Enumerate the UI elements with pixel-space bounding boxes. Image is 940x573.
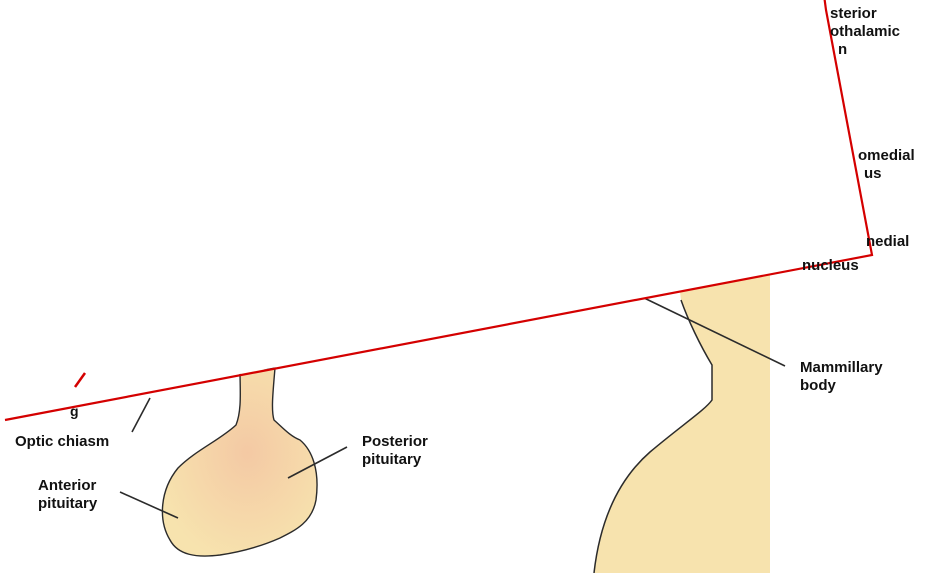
label-dorsomedial-line1: omedial: [858, 147, 915, 165]
label-posthyp-line3: n: [830, 41, 900, 59]
label-ventromedial-line1: nedial: [866, 233, 909, 251]
pituitary-gland: [162, 368, 317, 556]
label-ventromedial-nucleus: nucleus: [802, 257, 859, 275]
label-ventromedial: nedial: [866, 233, 909, 251]
label-mammillary-line1: Mammillary: [800, 359, 883, 377]
label-mammillary-body: Mammillary body: [800, 359, 883, 395]
label-posterior-pituitary: Posterior pituitary: [362, 433, 428, 469]
label-dorsomedial-line2: us: [858, 165, 915, 183]
label-anterior-line1: Anterior: [38, 477, 97, 495]
label-cut-off-left: g: [70, 402, 79, 420]
label-mammillary-line2: body: [800, 377, 883, 395]
label-anterior-pituitary: Anterior pituitary: [38, 477, 97, 513]
label-dorsomedial: omedial us: [858, 147, 915, 183]
label-posthyp-line1: sterior: [830, 5, 900, 23]
label-optic-chiasm: Optic chiasm: [15, 433, 109, 451]
brainstem-tissue: [594, 260, 770, 573]
label-posterior-line1: Posterior: [362, 433, 428, 451]
label-posthyp-line2: othalamic: [830, 23, 900, 41]
leader-optic-chiasm: [132, 398, 150, 432]
label-posterior-hypothalamic: sterior othalamic n: [830, 5, 900, 59]
label-anterior-line2: pituitary: [38, 495, 97, 513]
label-posterior-line2: pituitary: [362, 451, 428, 469]
